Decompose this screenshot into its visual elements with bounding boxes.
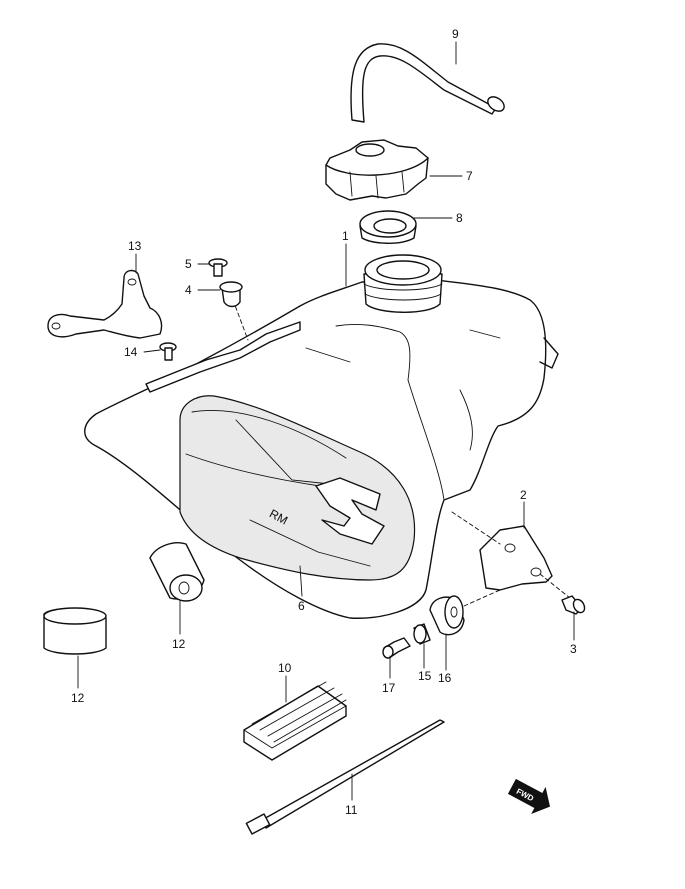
callout-6: 6 — [298, 599, 305, 613]
small-collar-part — [413, 623, 431, 645]
sleeve-part-2 — [43, 607, 107, 655]
callout-14: 14 — [124, 345, 138, 359]
damper-bolt-part — [382, 637, 411, 659]
sleeve-part — [149, 542, 205, 602]
leader-lines — [77, 41, 575, 801]
breather-hose-part — [350, 43, 505, 123]
cap-gasket-part — [359, 210, 417, 244]
callout-4: 4 — [185, 283, 192, 297]
screw-part — [208, 258, 228, 277]
forward-arrow-icon: FWD — [507, 778, 551, 815]
callout-9: 9 — [452, 27, 459, 41]
callout-11: 11 — [345, 803, 358, 817]
callout-3: 3 — [570, 642, 577, 656]
callout-12-lower: 12 — [71, 691, 85, 705]
cushion-pad-part — [243, 681, 347, 761]
fuel-tank-part: RM — [84, 254, 559, 619]
fuel-cap-part — [325, 139, 429, 201]
callout-16: 16 — [438, 671, 452, 685]
bracket-bolt-part — [159, 342, 177, 361]
rear-bracket-part — [451, 511, 571, 599]
collar-part — [219, 281, 243, 308]
damper-part — [429, 589, 501, 636]
cable-tie-part — [245, 719, 445, 835]
callout-labels: 1 2 3 4 5 6 7 8 9 10 11 12 12 13 14 15 1… — [71, 27, 577, 817]
callout-13: 13 — [128, 239, 142, 253]
tank-side-panel-part: RM — [179, 395, 416, 581]
callout-12-upper: 12 — [172, 637, 186, 651]
callout-5: 5 — [185, 257, 192, 271]
callout-7: 7 — [466, 169, 473, 183]
tank-bracket-part — [47, 269, 163, 339]
callout-10: 10 — [278, 661, 292, 675]
callout-1: 1 — [342, 229, 349, 243]
callout-2: 2 — [520, 488, 527, 502]
callout-17: 17 — [382, 681, 396, 695]
callout-15: 15 — [418, 669, 432, 683]
callout-8: 8 — [456, 211, 463, 225]
rear-bolt-part — [561, 595, 586, 615]
